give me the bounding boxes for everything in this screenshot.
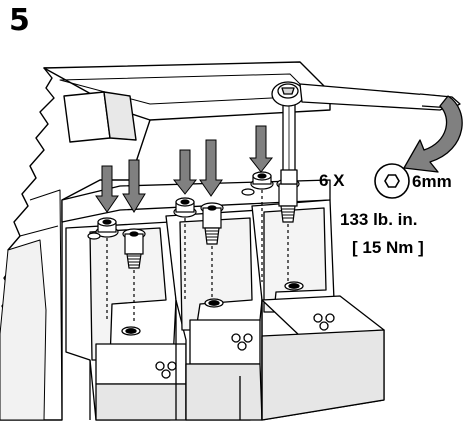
terminal-lug-1	[65, 221, 187, 421]
down-arrow-icon	[199, 139, 223, 197]
terminal-lug-2	[165, 209, 263, 421]
down-arrows	[95, 125, 274, 213]
washer	[241, 188, 255, 196]
screw-4	[200, 202, 224, 300]
hex-size-label: 6mm	[412, 172, 452, 191]
screw-5	[250, 171, 274, 282]
torque-wrench-icon	[271, 81, 461, 185]
down-arrow-icon	[172, 149, 198, 195]
terminal-lug-3	[251, 199, 385, 421]
down-arrow-icon	[95, 165, 119, 213]
down-arrow-icon	[122, 159, 146, 213]
fastener-count-label: 6 X	[319, 171, 345, 190]
torque-metric-label: [ 15 Nm ]	[352, 238, 424, 257]
screw-3	[173, 197, 197, 300]
washer	[87, 232, 101, 240]
clockwise-rotation-arrow-icon	[403, 95, 463, 173]
screw-2	[122, 228, 146, 322]
torque-imperial-label: 133 lb. in.	[340, 210, 418, 229]
down-arrow-icon	[248, 125, 274, 173]
breaker-body	[0, 61, 331, 421]
hex-socket-icon	[374, 163, 410, 199]
screw-1	[95, 217, 119, 320]
hex-screws	[87, 171, 300, 322]
terminal-blocks	[61, 179, 385, 421]
step-number: 5	[9, 3, 30, 38]
